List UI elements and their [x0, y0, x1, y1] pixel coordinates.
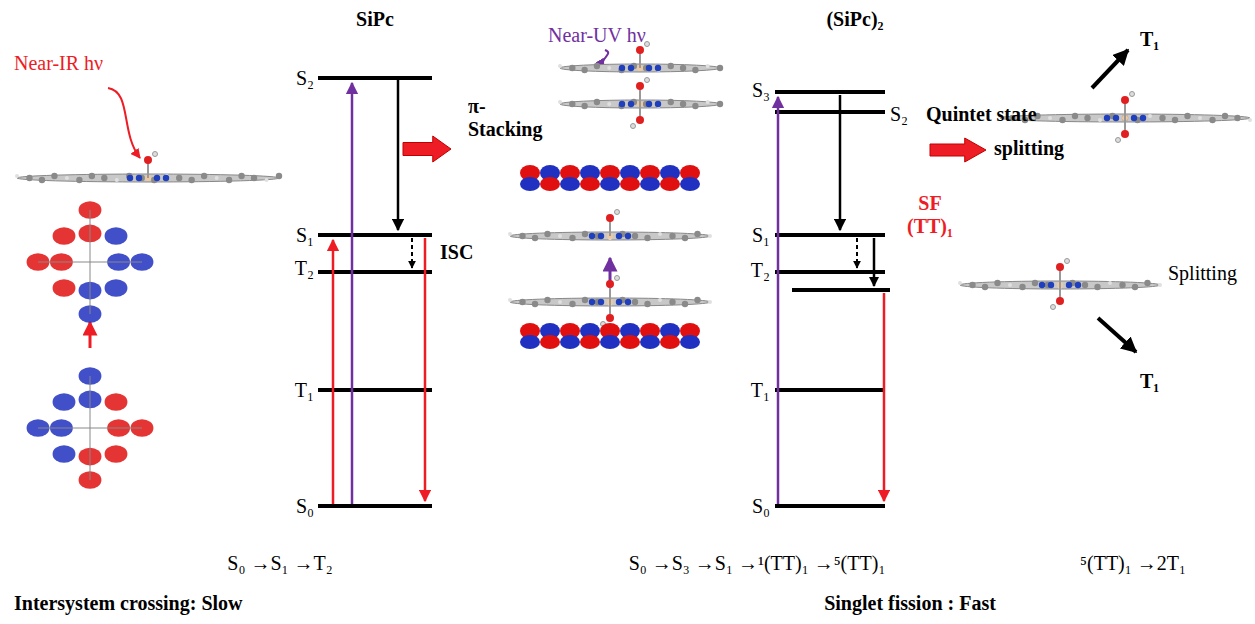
orbital [27, 367, 154, 489]
process-arrow [930, 138, 986, 162]
splitting-arrow [1092, 50, 1128, 88]
process-label: Quintet state [926, 103, 1037, 126]
excitation-arrow [89, 322, 92, 348]
orbital [520, 323, 700, 349]
level-label: S₁ [296, 224, 314, 247]
energy-level [775, 504, 885, 508]
level-label: S₀ [296, 495, 314, 518]
caption-text: Singlet fission : Fast [824, 592, 996, 615]
absorption-arrow [351, 83, 354, 504]
orbital [520, 165, 700, 191]
orbital [27, 201, 154, 323]
absorption-arrow [777, 97, 780, 504]
level-label: T₂ [295, 257, 314, 280]
energy-level [318, 388, 432, 392]
absorption-arrow [332, 240, 335, 504]
relaxation-arrow [839, 95, 842, 230]
splitting-arrow [1098, 318, 1136, 352]
isc-arrow [411, 238, 413, 268]
pathway-label: ⁵(TT)₁ →2T₁ [1080, 552, 1186, 575]
emission-arrow [883, 293, 886, 501]
energy-level [775, 388, 885, 392]
level-label: S₀ [752, 495, 770, 518]
energy-level [775, 110, 885, 114]
level-label: S₂ [296, 67, 314, 90]
photon-label: Near-IR hν [14, 52, 103, 75]
level-label: S₁ [752, 224, 770, 247]
molecule [15, 152, 282, 184]
state-label: SF (TT)₁ [895, 192, 965, 238]
energy-level [775, 233, 885, 237]
process-label: Splitting [1168, 262, 1237, 285]
level-label: S₃ [752, 79, 770, 102]
energy-level [318, 233, 432, 237]
molecule [508, 276, 712, 327]
state-label: T₁ [1140, 370, 1159, 393]
molecule [558, 78, 723, 129]
molecule [508, 210, 712, 242]
process-label: ISC [440, 241, 473, 264]
energy-level [792, 288, 890, 292]
relaxation-arrow [397, 80, 400, 230]
energy-level [318, 270, 432, 274]
molecule [958, 259, 1162, 310]
molecule [558, 42, 723, 74]
panel-title: SiPc [356, 8, 394, 31]
caption-text: Intersystem crossing: Slow [14, 592, 243, 615]
energy-level [318, 504, 432, 508]
energy-level [775, 90, 885, 94]
panel-title: (SiPc)₂ [826, 8, 883, 31]
level-label: T₂ [751, 259, 770, 282]
level-label: T₁ [295, 379, 314, 402]
energy-level [775, 270, 885, 274]
process-label: π- Stacking [468, 95, 550, 141]
process-arrow [403, 136, 451, 162]
pathway-label: S₀ →S₃ →S₁ →¹(TT)₁ →⁵(TT)₁ [629, 552, 886, 575]
emission-arrow [424, 238, 427, 501]
state-label: T₁ [1140, 28, 1159, 51]
level-label: S₂ [890, 103, 908, 126]
level-label: T₁ [751, 379, 770, 402]
pathway-label: S₀ →S₁ →T₂ [227, 552, 332, 575]
photon-arrow [108, 88, 140, 158]
process-label: splitting [994, 137, 1064, 160]
photon-label: Near-UV hν [548, 24, 646, 47]
energy-level [318, 76, 432, 80]
fission-arrow [873, 238, 876, 286]
isc-arrow [856, 238, 858, 268]
